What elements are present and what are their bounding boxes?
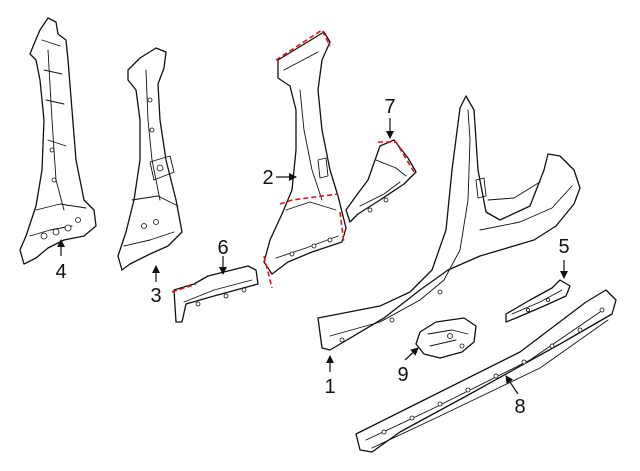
part-6-reinforcement[interactable] <box>171 265 259 323</box>
part-1-body-side-panel[interactable] <box>317 95 581 351</box>
part-4-a-pillar[interactable] <box>19 17 97 265</box>
callout-6: 6 <box>217 237 228 259</box>
part-9-insulator[interactable] <box>415 317 477 359</box>
callout-5: 5 <box>558 236 569 258</box>
callout-4: 4 <box>55 261 66 283</box>
part-8-rocker-panel[interactable] <box>355 289 617 453</box>
leader-lines <box>57 118 568 395</box>
leader-9 <box>404 347 419 361</box>
callout-labels: 1 2 3 4 5 6 7 8 9 <box>55 96 569 418</box>
callout-3: 3 <box>150 285 161 307</box>
callout-8: 8 <box>514 396 525 418</box>
leader-8 <box>505 375 519 395</box>
part-7-pillar-section[interactable] <box>345 139 417 223</box>
part-5-bracket[interactable] <box>505 279 571 323</box>
part-3-b-pillar-inner[interactable] <box>117 47 183 271</box>
callout-7: 7 <box>384 96 395 118</box>
callout-9: 9 <box>397 364 408 386</box>
part-2-b-pillar-outer[interactable] <box>263 28 347 289</box>
callout-1: 1 <box>324 376 335 398</box>
callout-2: 2 <box>262 167 273 189</box>
